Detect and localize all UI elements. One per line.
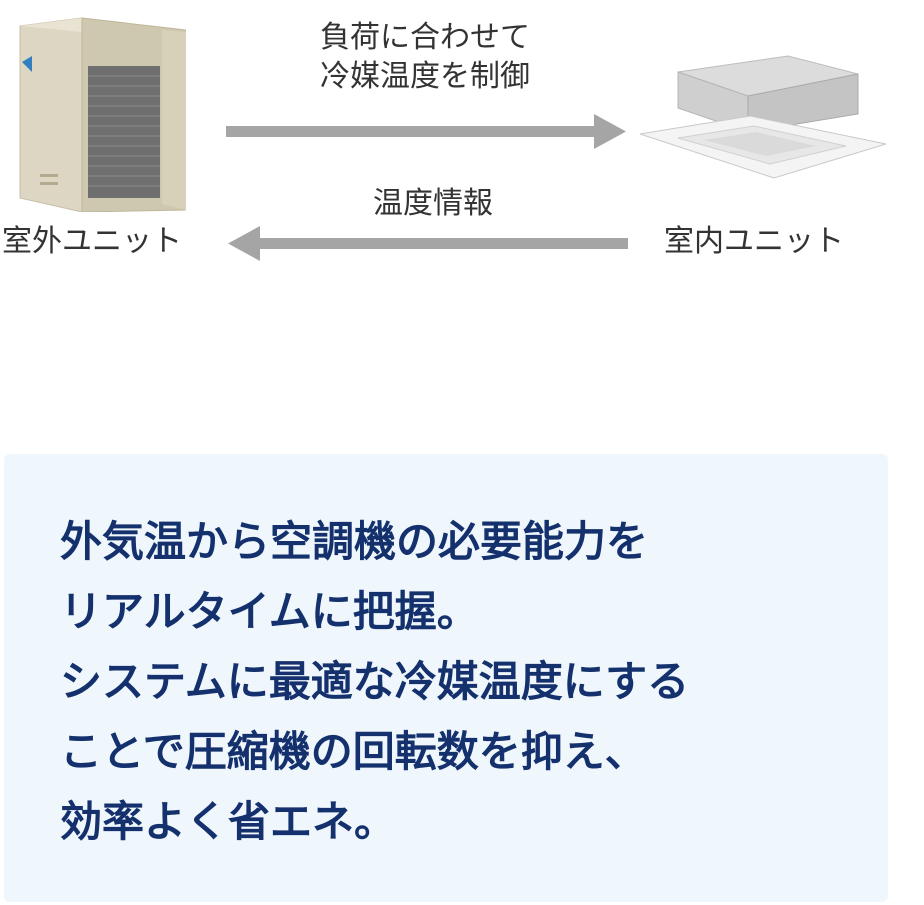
info-line-1: 外気温から空調機の必要能力を — [60, 517, 649, 566]
info-text: 外気温から空調機の必要能力を リアルタイムに把握。 システムに最適な冷媒温度にす… — [60, 507, 689, 857]
indoor-unit-image — [639, 55, 887, 179]
info-line-3: システムに最適な冷媒温度にする — [60, 657, 690, 706]
control-arrow — [226, 114, 626, 149]
control-label: 負荷に合わせて 冷媒温度を制御 — [300, 18, 550, 96]
outdoor-unit-image — [19, 17, 186, 212]
info-line-5: 効率よく省エネ。 — [60, 797, 397, 846]
info-line-2: リアルタイムに把握。 — [60, 587, 479, 636]
info-line-4: ことで圧縮機の回転数を抑え、 — [60, 727, 647, 776]
control-label-line-1: 負荷に合わせて — [320, 20, 530, 55]
outdoor-unit-label: 室外ユニット — [2, 224, 182, 259]
control-label-line-2: 冷媒温度を制御 — [320, 59, 530, 94]
indoor-unit-label: 室内ユニット — [664, 224, 844, 259]
temperature-info-label: 温度情報 — [373, 186, 493, 221]
temperature-info-arrow — [228, 226, 628, 261]
info-box — [4, 454, 888, 902]
flow-arrows — [226, 114, 628, 261]
